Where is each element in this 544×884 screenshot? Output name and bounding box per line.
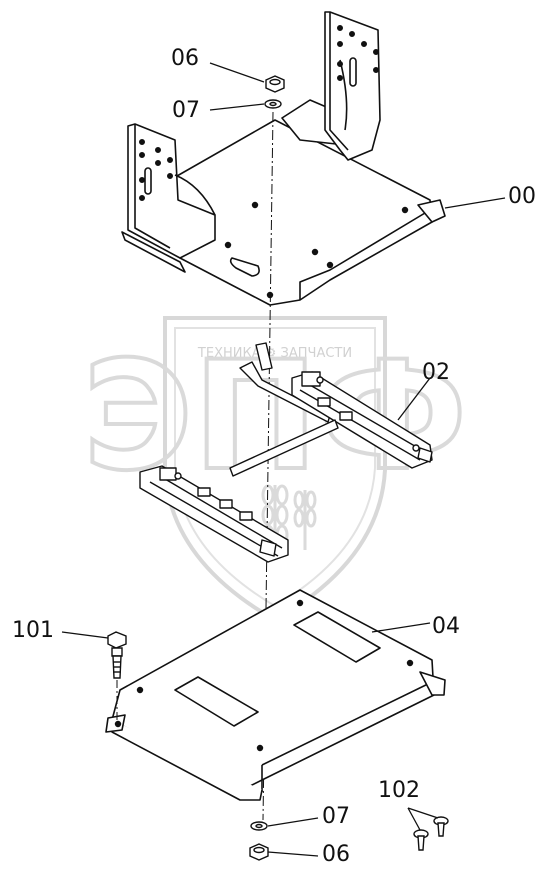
leader-line-07-top: [209, 103, 265, 111]
seat-bracket-part: [121, 11, 446, 306]
washer-bottom-part: [250, 821, 268, 831]
callout-06-top: 06: [171, 46, 199, 71]
leader-line-02: [397, 377, 431, 421]
watermark-company-text: ТЕХНИКА ⚙ ЗАПЧАСТИ: [197, 346, 352, 361]
callout-101: 101: [12, 618, 54, 643]
leader-line-06-bottom: [267, 851, 319, 857]
watermark: ТЕХНИКА ⚙ ЗАПЧАСТИ ЭПФ: [81, 316, 469, 623]
callout-06-bottom: 06: [322, 842, 350, 867]
leader-line-101: [61, 631, 109, 639]
leader-line-07-bottom: [267, 817, 319, 827]
leader-line-00: [444, 197, 506, 209]
screws-part: [413, 816, 449, 851]
callout-07-bottom: 07: [322, 804, 350, 829]
leader-line-06-top: [209, 62, 265, 83]
callout-102: 102: [378, 778, 420, 803]
slide-rails-part: [139, 342, 433, 563]
leader-line-04: [371, 622, 431, 633]
nut-top-part: [265, 75, 285, 93]
bolt-part: [107, 631, 127, 679]
leader-line-102-b: [407, 807, 439, 819]
washer-top-part: [264, 99, 282, 109]
leader-line-102-a: [407, 807, 421, 831]
callout-07-top: 07: [172, 98, 200, 123]
base-plate-part: [105, 589, 446, 801]
callout-00: 00: [508, 184, 536, 209]
callout-02: 02: [422, 360, 450, 385]
callout-04: 04: [432, 614, 460, 639]
nut-bottom-part: [249, 843, 269, 861]
